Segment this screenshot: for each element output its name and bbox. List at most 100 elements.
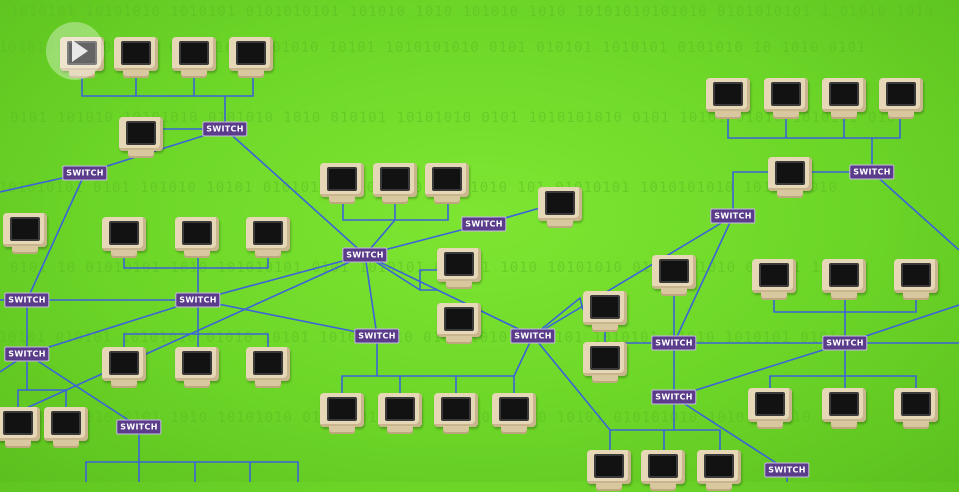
network-link xyxy=(673,396,788,471)
switch-label: SWITCH xyxy=(4,292,50,308)
network-link xyxy=(341,375,515,393)
network-link xyxy=(364,254,534,337)
computer-screen xyxy=(771,82,801,106)
computer-screen xyxy=(590,295,620,319)
computer-screen xyxy=(713,82,743,106)
computer-icon xyxy=(697,450,741,492)
computer-icon xyxy=(102,217,146,259)
computer-screen xyxy=(126,121,156,145)
switch-label: SWITCH xyxy=(710,208,756,224)
computer-base xyxy=(184,380,210,388)
computer-screen xyxy=(545,191,575,215)
computer-base xyxy=(773,111,799,119)
switch-label: SWITCH xyxy=(461,216,507,232)
network-link xyxy=(84,128,226,174)
computer-base xyxy=(184,250,210,258)
computer-icon xyxy=(0,407,40,449)
computer-base xyxy=(329,426,355,434)
switch-label: SWITCH xyxy=(342,247,388,263)
network-link xyxy=(727,117,901,139)
computer-base xyxy=(592,375,618,383)
computer-base xyxy=(831,111,857,119)
computer-icon xyxy=(425,163,469,205)
computer-icon xyxy=(748,388,792,430)
network-link xyxy=(26,172,86,301)
computer-base xyxy=(903,292,929,300)
computer-screen xyxy=(385,397,415,421)
switch-label: SWITCH xyxy=(651,389,697,405)
computer-screen xyxy=(51,411,81,435)
computer-base xyxy=(69,70,95,78)
computer-screen xyxy=(327,397,357,421)
computer-base xyxy=(650,483,676,491)
switch-label: SWITCH xyxy=(175,292,221,308)
computer-screen xyxy=(3,411,33,435)
computer-screen xyxy=(829,263,859,287)
computer-icon xyxy=(879,78,923,120)
switch-label: SWITCH xyxy=(202,121,248,137)
play-icon xyxy=(72,40,88,62)
computer-icon xyxy=(44,407,88,449)
network-link xyxy=(197,299,378,337)
computer-screen xyxy=(755,392,785,416)
computer-icon xyxy=(538,187,582,229)
computer-base xyxy=(255,380,281,388)
computer-base xyxy=(831,292,857,300)
computer-icon xyxy=(320,163,364,205)
network-link xyxy=(26,299,199,355)
network-link xyxy=(732,171,768,216)
computer-base xyxy=(238,70,264,78)
network-link xyxy=(674,429,721,450)
computer-icon xyxy=(119,117,163,159)
network-link xyxy=(532,215,734,337)
computer-icon xyxy=(3,213,47,255)
computer-icon xyxy=(434,393,478,435)
computer-icon xyxy=(320,393,364,435)
computer-base xyxy=(128,150,154,158)
computer-base xyxy=(903,421,929,429)
computer-base xyxy=(761,292,787,300)
network-link xyxy=(139,461,299,482)
computer-base xyxy=(5,440,31,448)
computer-base xyxy=(181,70,207,78)
computer-base xyxy=(777,190,803,198)
computer-screen xyxy=(109,221,139,245)
network-link xyxy=(123,256,269,269)
computer-base xyxy=(501,426,527,434)
network-link xyxy=(85,461,139,482)
computer-base xyxy=(831,421,857,429)
computer-base xyxy=(592,324,618,332)
computer-base xyxy=(443,426,469,434)
computer-screen xyxy=(327,167,357,191)
computer-base xyxy=(111,380,137,388)
network-link xyxy=(419,269,437,290)
computer-icon xyxy=(246,347,290,389)
computer-icon xyxy=(641,450,685,492)
computer-base xyxy=(661,288,687,296)
play-overlay-badge[interactable] xyxy=(46,22,104,80)
computer-screen xyxy=(253,351,283,375)
computer-base xyxy=(111,250,137,258)
computer-screen xyxy=(179,41,209,65)
computer-icon xyxy=(587,450,631,492)
switch-label: SWITCH xyxy=(510,328,556,344)
computer-icon xyxy=(172,37,216,79)
computer-screen xyxy=(441,397,471,421)
network-link xyxy=(17,354,28,407)
computer-icon xyxy=(652,255,696,297)
computer-screen xyxy=(182,221,212,245)
computer-base xyxy=(387,426,413,434)
computer-base xyxy=(446,281,472,289)
computer-icon xyxy=(764,78,808,120)
computer-icon xyxy=(102,347,146,389)
computer-icon xyxy=(229,37,273,79)
computer-screen xyxy=(380,167,410,191)
computer-icon xyxy=(437,303,481,345)
computer-base xyxy=(382,196,408,204)
computer-screen xyxy=(444,252,474,276)
switch-label: SWITCH xyxy=(62,165,108,181)
computer-icon xyxy=(373,163,417,205)
network-link xyxy=(673,215,734,344)
computer-screen xyxy=(648,454,678,478)
